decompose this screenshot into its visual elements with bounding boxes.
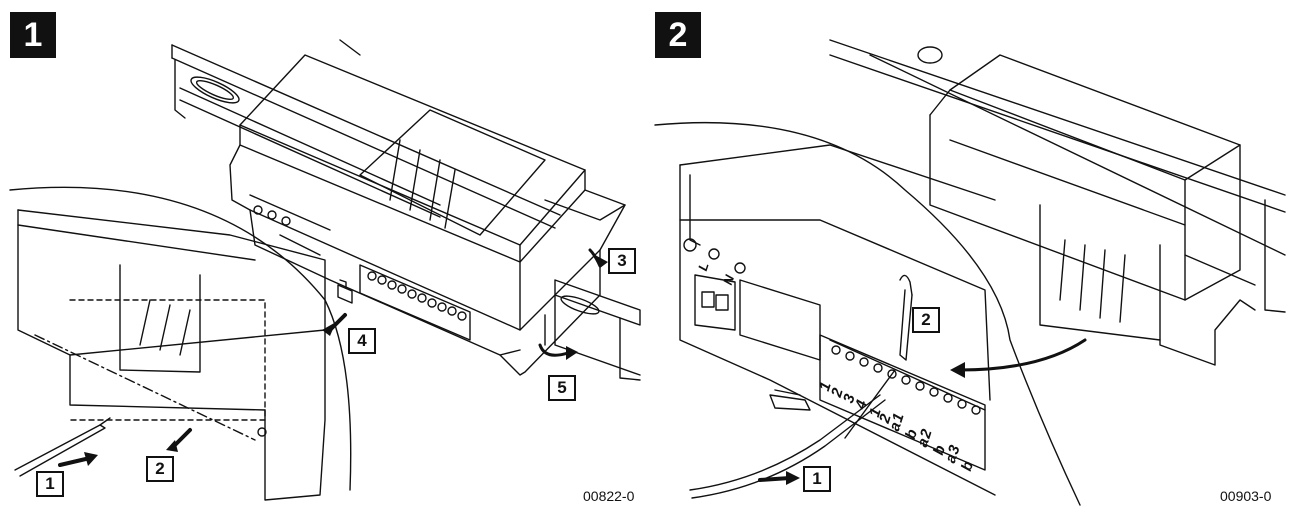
detail-inset-panel1 — [10, 187, 351, 500]
detail-inset-panel2 — [655, 123, 1080, 505]
arrows-panel2 — [760, 340, 1085, 485]
callout-1-step-1: 1 — [36, 471, 64, 497]
callout-2-step-1: 1 — [803, 466, 831, 492]
callout-2-step-2: 2 — [912, 307, 940, 333]
figure-code-panel1: 00822-0 — [583, 488, 635, 504]
panel-1-badge: 1 — [10, 12, 56, 58]
figure-code-panel2: 00903-0 — [1220, 488, 1272, 504]
device-panel1 — [230, 55, 625, 375]
din-rail-right — [545, 280, 640, 380]
callout-1-step-3: 3 — [608, 248, 636, 274]
din-rail-panel1 — [172, 40, 560, 228]
panel-2-badge: 2 — [655, 12, 701, 58]
arrows-panel1-inset — [60, 430, 190, 466]
callout-1-step-2: 2 — [146, 456, 174, 482]
callout-1-step-4: 4 — [348, 328, 376, 354]
device-panel2 — [930, 55, 1255, 365]
callout-1-step-5: 5 — [548, 375, 576, 401]
din-rail-panel2 — [830, 40, 1285, 312]
